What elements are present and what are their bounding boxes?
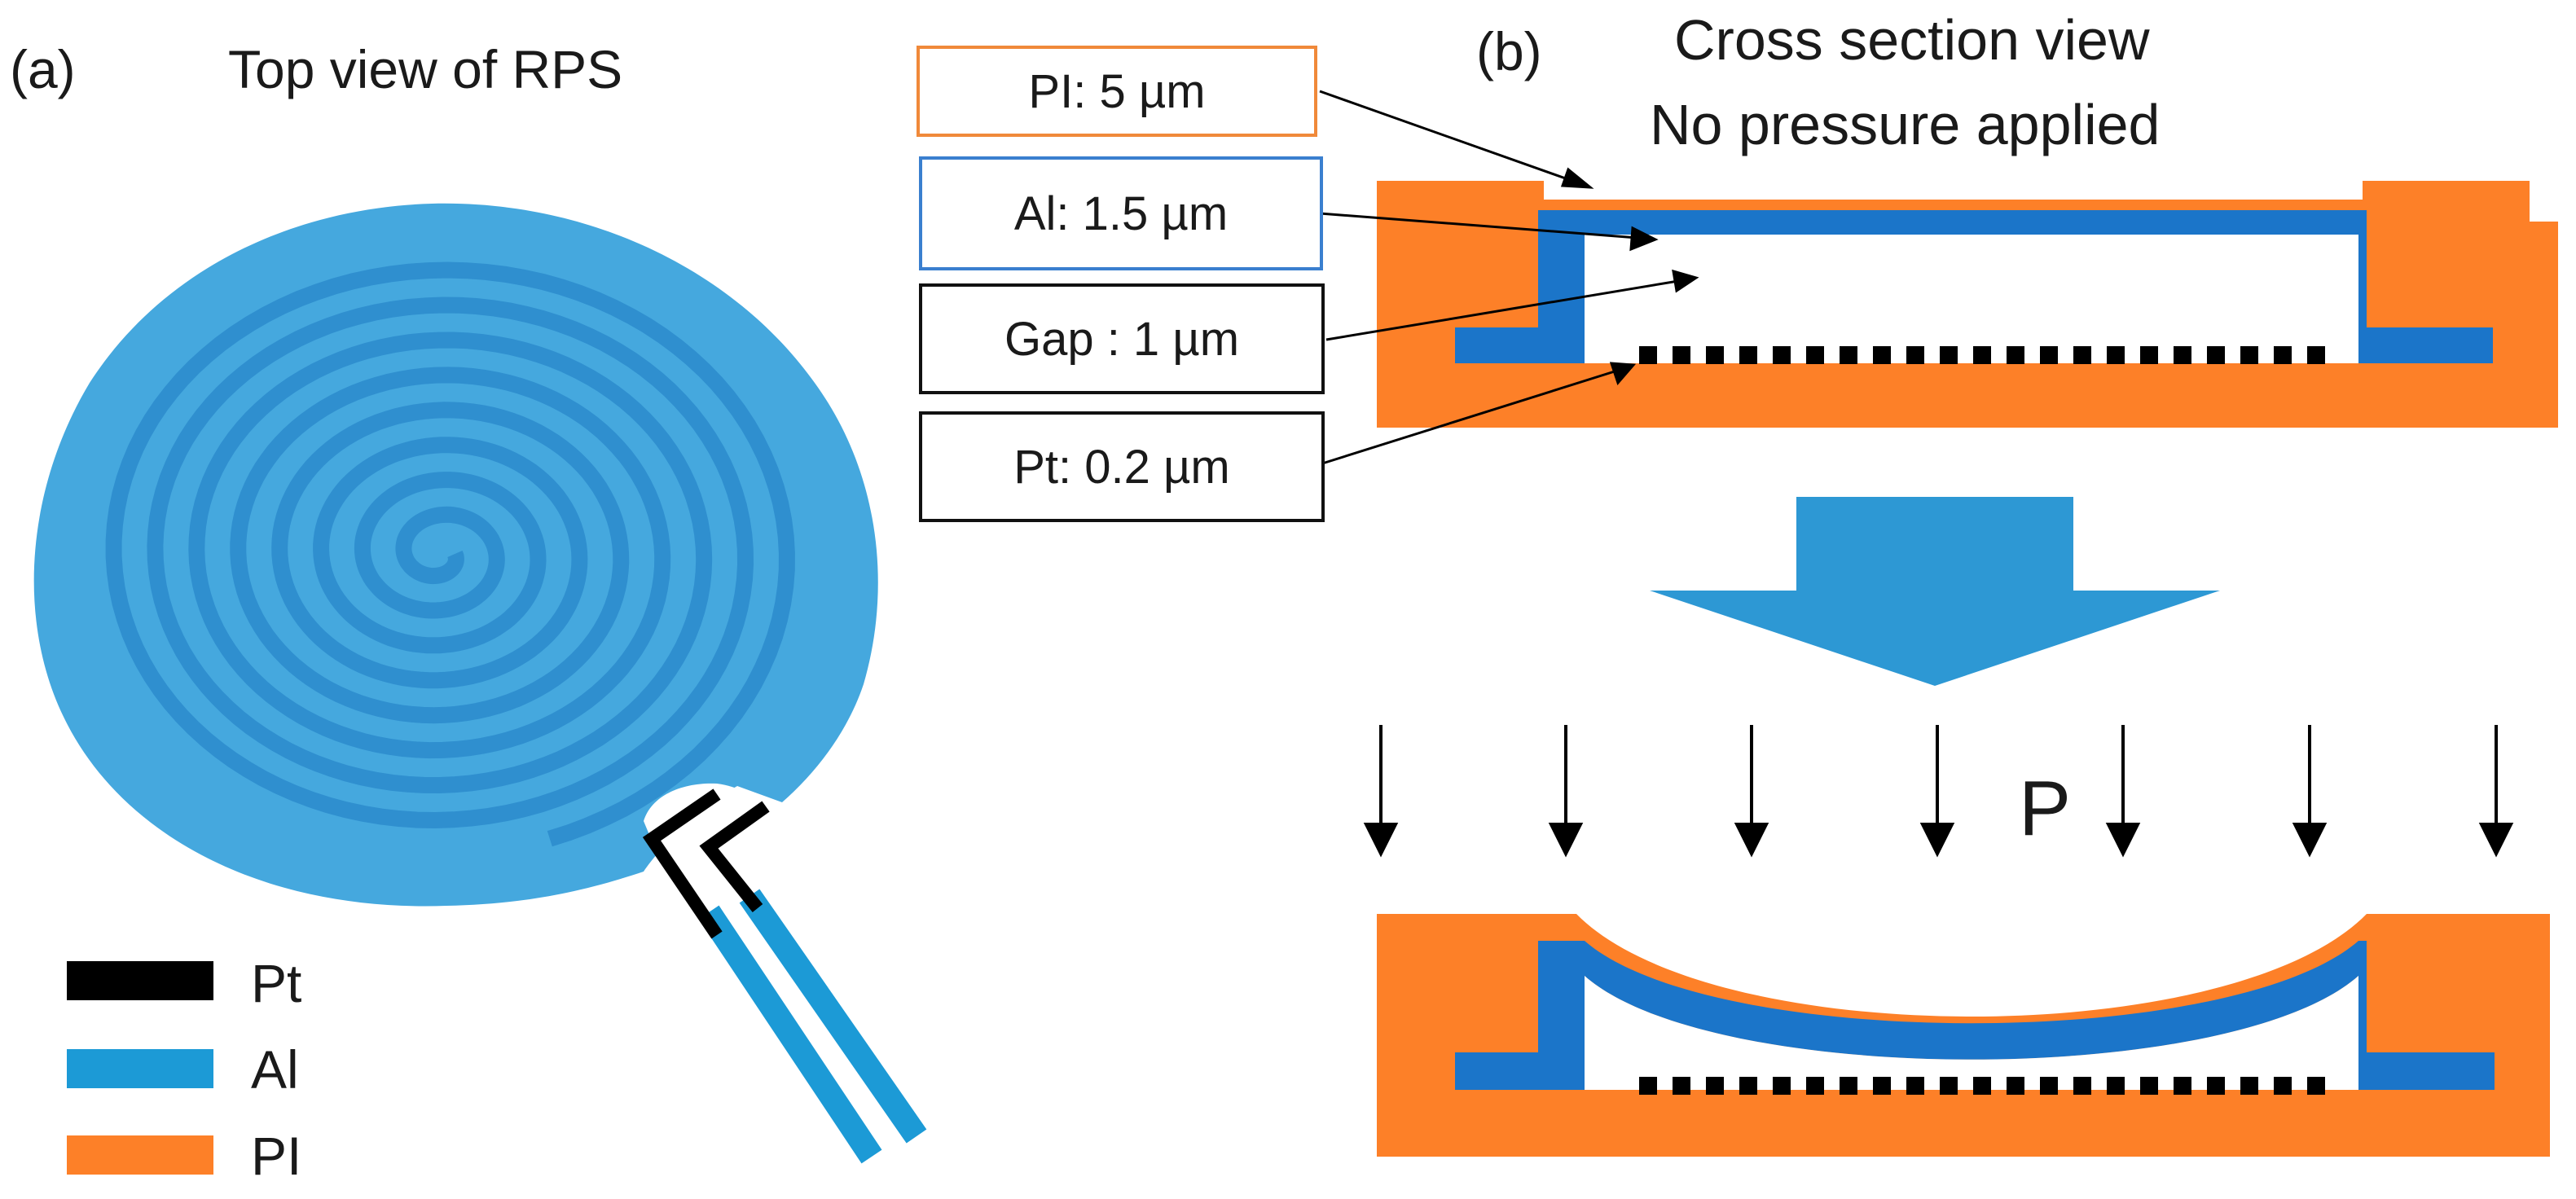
pt-electrode-dot [1806, 1077, 1824, 1095]
label-pt-thickness: Pt: 0.2 µm [919, 411, 1325, 522]
pt-electrode-dot [1873, 346, 1891, 364]
pt-electrode-dot [1906, 346, 1924, 364]
pt-electrode-dot [2240, 346, 2258, 364]
panel-b-letter: (b) [1476, 21, 1542, 81]
pt-electrode-dot [1773, 346, 1791, 364]
pt-electrode-dot [1639, 346, 1657, 364]
pt-electrode-dot [2007, 346, 2024, 364]
legend-item-al [67, 1049, 213, 1088]
pt-electrode-dot [2073, 1077, 2091, 1095]
legend-item-pi [67, 1135, 213, 1175]
spiral-track [105, 261, 795, 847]
legend-label-al: Al [251, 1039, 299, 1100]
cross-section-pressure-applied [1377, 914, 2550, 1157]
panel-b-title-line1: Cross section view [1674, 8, 2150, 72]
pt-electrode-dot [2174, 1077, 2191, 1095]
pt-electrode-dot [1840, 1077, 1857, 1095]
pt-electrode-dot [1840, 346, 1857, 364]
pt-electrode-dot [2140, 1077, 2158, 1095]
pt-electrode-dot [1973, 346, 1991, 364]
pt-electrode-dot [1806, 346, 1824, 364]
pt-electrode-dot [2073, 346, 2091, 364]
pt-electrode-dot [2107, 346, 2125, 364]
electrode-leads [642, 783, 927, 1164]
pt-electrode-dot [1940, 1077, 1958, 1095]
pressure-label: P [2019, 765, 2072, 852]
pt-electrode-dot [1973, 1077, 1991, 1095]
down-arrow-head [2292, 823, 2328, 858]
pt-electrode-dot [1906, 1077, 1924, 1095]
pt-electrode-dot [2274, 1077, 2292, 1095]
down-arrow-head [2478, 823, 2514, 858]
pt-electrode-dot [2040, 346, 2058, 364]
panel-a-title: Top view of RPS [228, 39, 623, 99]
legend-label-pi: PI [251, 1126, 302, 1186]
pt-electrode-dot [2107, 1077, 2125, 1095]
panel-b-title-line2: No pressure applied [1650, 93, 2161, 156]
pt-electrode-dot [2307, 346, 2325, 364]
pt-electrode-dot [2174, 346, 2191, 364]
pt-electrode-dot [1739, 346, 1757, 364]
label-al-thickness: Al: 1.5 µm [919, 156, 1323, 270]
pt-electrode-dot [2040, 1077, 2058, 1095]
pt-electrode-dot [1940, 346, 1958, 364]
down-arrow-head [1548, 823, 1584, 858]
pt-electrode-dot [1706, 1077, 1724, 1095]
label-leaders [1319, 90, 1699, 466]
down-arrow-head [1363, 823, 1399, 858]
pressure-arrows [1363, 725, 2514, 858]
panel-a-letter: (a) [10, 39, 76, 99]
pt-electrode-dot [1673, 1077, 1690, 1095]
label-pi-thickness: PI: 5 µm [917, 46, 1317, 137]
pt-electrode-dot [2140, 346, 2158, 364]
cross-section-no-pressure [1377, 181, 2558, 428]
pt-electrode-dot [2207, 1077, 2225, 1095]
pt-electrode-dot [1773, 1077, 1791, 1095]
down-arrow-head [1919, 823, 1955, 858]
legend-item-pt [67, 961, 213, 1000]
down-arrow-head [1734, 823, 1769, 858]
pt-electrode-dot [1639, 1077, 1657, 1095]
pt-electrode-dot [1739, 1077, 1757, 1095]
pt-electrode-dot [1706, 346, 1724, 364]
legend-label-pt: Pt [251, 953, 302, 1013]
pt-electrode-dot [2207, 346, 2225, 364]
spiral-disc [33, 203, 878, 907]
pt-electrode-dot [1673, 346, 1690, 364]
label-gap-thickness: Gap : 1 µm [919, 283, 1325, 394]
pt-electrode-dot [2307, 1077, 2325, 1095]
big-down-arrow-icon [1650, 497, 2220, 686]
pt-electrode-dot [2240, 1077, 2258, 1095]
pt-electrode-dot [1873, 1077, 1891, 1095]
pt-electrode-dot [2007, 1077, 2024, 1095]
pt-electrode-dot [2274, 346, 2292, 364]
down-arrow-head [2105, 823, 2141, 858]
